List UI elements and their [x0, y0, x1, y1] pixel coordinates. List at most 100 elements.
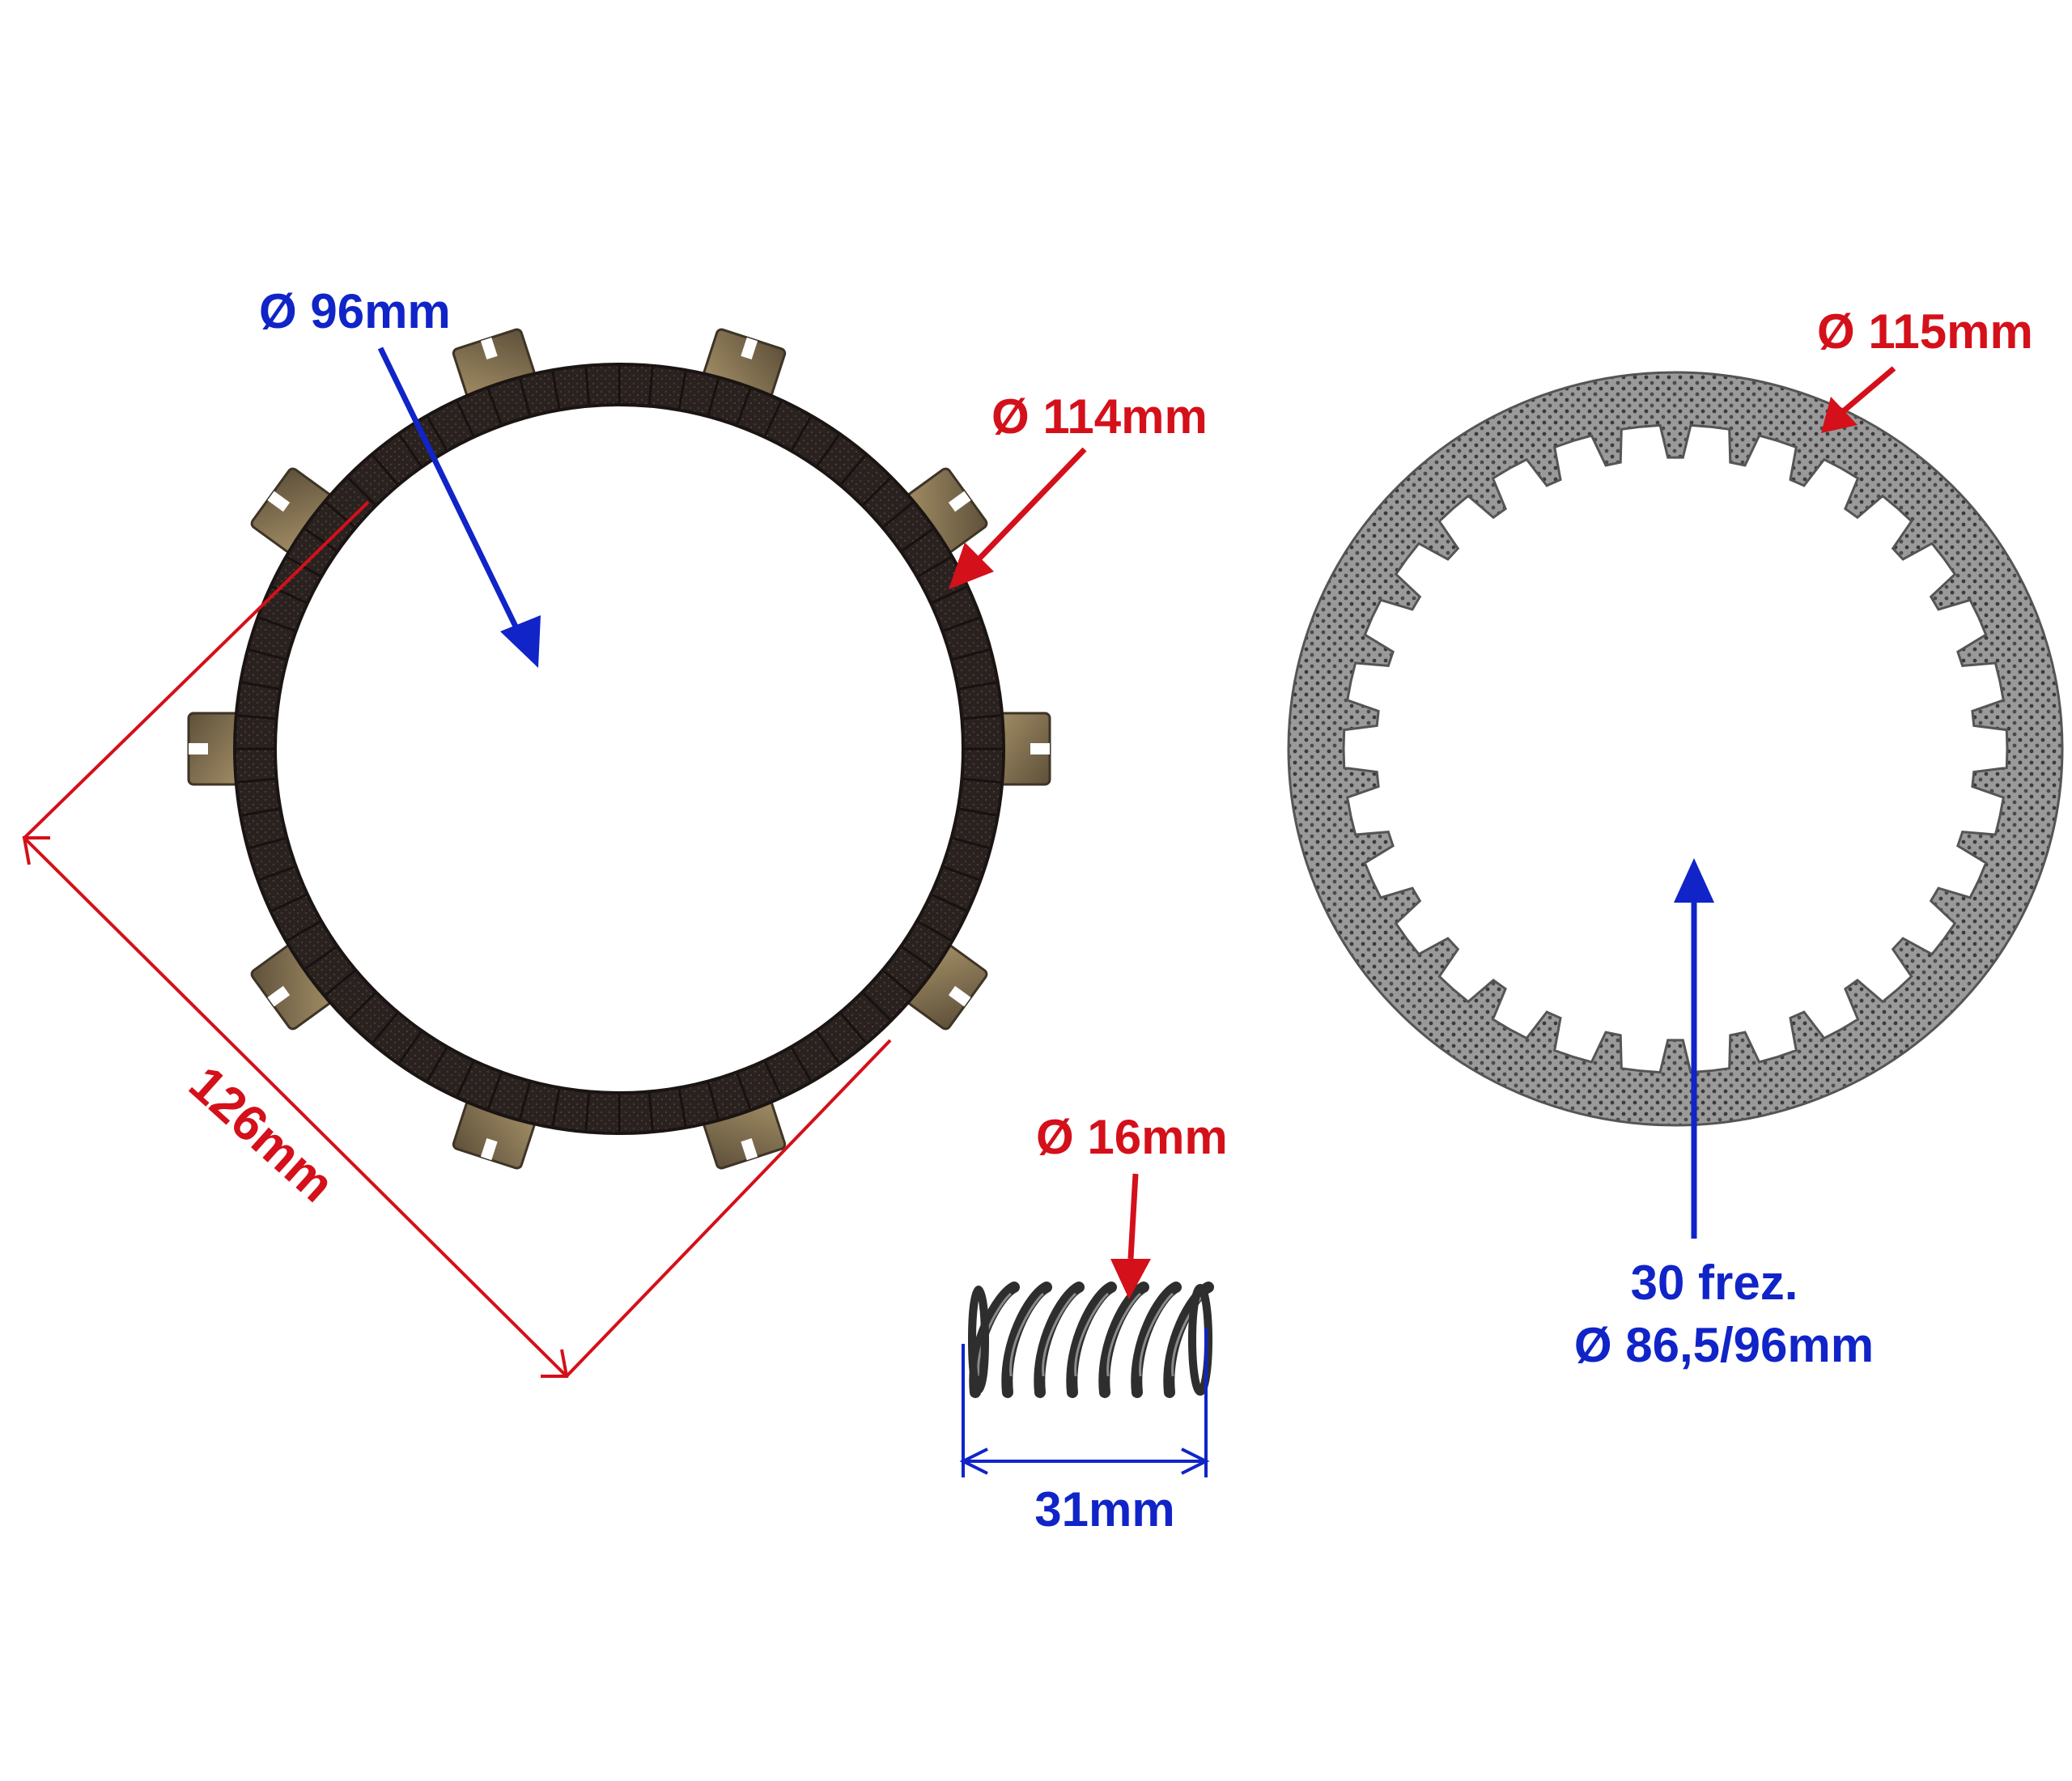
- friction-groove: [271, 894, 307, 912]
- spring-length-dimension: [959, 1328, 1210, 1477]
- friction-groove: [519, 378, 531, 415]
- friction-groove: [347, 992, 376, 1021]
- friction-groove: [248, 837, 286, 849]
- friction-groove: [816, 434, 840, 467]
- tab-span-dimension: [22, 500, 892, 1378]
- friction-groove: [304, 528, 338, 552]
- spring-coil-highlight: [1139, 1292, 1174, 1377]
- steel-teeth-arrow: [1674, 858, 1714, 1239]
- friction-groove: [707, 378, 720, 415]
- friction-groove: [584, 1093, 591, 1131]
- friction-groove: [791, 416, 812, 450]
- tab-span-arrowhead-start: [22, 836, 50, 865]
- friction-groove: [901, 946, 934, 970]
- friction-groove: [963, 777, 1001, 784]
- friction-disc: [187, 328, 1051, 1170]
- friction-groove: [707, 1082, 720, 1120]
- friction-groove: [648, 367, 654, 405]
- outer-diameter-arrow: [949, 447, 1087, 589]
- friction-tab: [998, 712, 1051, 786]
- friction-groove: [398, 1031, 422, 1064]
- friction-groove: [427, 416, 448, 450]
- friction-groove: [736, 1073, 752, 1109]
- tab-span-extension-top: [23, 500, 370, 839]
- friction-groove: [862, 477, 891, 506]
- friction-groove: [791, 1048, 812, 1082]
- friction-groove: [372, 1013, 398, 1044]
- friction-tab: [187, 712, 240, 786]
- friction-groove: [372, 454, 398, 485]
- friction-groove: [840, 454, 867, 485]
- friction-groove: [237, 777, 275, 784]
- tab-span-extension-bottom: [565, 1039, 892, 1378]
- steel-disc-plate: [1287, 371, 2064, 1127]
- friction-groove: [259, 616, 295, 632]
- friction-groove: [456, 401, 474, 436]
- spring-diameter-arrow: [1110, 1173, 1151, 1299]
- spring-length-arrowhead-left: [959, 1447, 988, 1475]
- steel-outer-diameter-label: Ø 115mm: [1817, 304, 2033, 359]
- friction-groove: [963, 714, 1001, 720]
- spring-coil: [1066, 1282, 1117, 1398]
- friction-groove: [551, 371, 561, 409]
- spring-coil-highlight: [1074, 1292, 1110, 1377]
- friction-groove: [456, 1061, 474, 1097]
- friction-groove: [736, 389, 752, 425]
- spring-coil: [1131, 1282, 1182, 1398]
- friction-groove: [953, 648, 990, 661]
- inner-diameter-arrow: [377, 346, 541, 668]
- friction-groove: [953, 837, 990, 849]
- friction-groove: [677, 371, 687, 409]
- friction-groove: [918, 556, 952, 577]
- friction-groove: [959, 807, 997, 817]
- friction-groove: [398, 434, 422, 467]
- steel-disc: [1287, 371, 2064, 1127]
- friction-groove: [237, 714, 275, 720]
- steel-outer-diameter-arrow: [1821, 366, 1896, 433]
- friction-groove: [932, 894, 967, 912]
- friction-groove: [883, 970, 914, 997]
- friction-groove: [551, 1089, 561, 1127]
- friction-groove: [648, 1093, 654, 1131]
- friction-groove: [918, 920, 952, 942]
- friction-groove: [883, 501, 914, 528]
- spring-diameter-label: Ø 16mm: [1036, 1110, 1228, 1164]
- friction-groove: [325, 970, 355, 997]
- steel-teeth-count-label: 30 frez.: [1631, 1256, 1798, 1310]
- outer-diameter-label: Ø 114mm: [991, 389, 1208, 444]
- spring-coil-highlight: [977, 1292, 1013, 1377]
- friction-groove: [932, 585, 967, 604]
- spring: [968, 1282, 1214, 1398]
- spring-coil-highlight: [1106, 1292, 1142, 1377]
- friction-groove: [943, 865, 979, 882]
- friction-groove: [248, 648, 286, 661]
- friction-groove: [486, 389, 503, 425]
- friction-groove: [241, 807, 279, 817]
- spring-coil: [1098, 1282, 1149, 1398]
- spring-length-label: 31mm: [1034, 1482, 1174, 1537]
- friction-groove: [764, 1061, 783, 1097]
- tab-span-arrowhead-end: [541, 1349, 569, 1378]
- friction-groove: [519, 1082, 531, 1120]
- friction-groove: [816, 1031, 840, 1064]
- spring-coil-highlight: [1009, 1292, 1045, 1377]
- spring-coil: [1034, 1282, 1085, 1398]
- friction-tab: [906, 944, 988, 1031]
- friction-groove: [764, 401, 783, 436]
- inner-diameter-label: Ø 96mm: [259, 284, 451, 338]
- friction-groove: [677, 1089, 687, 1127]
- friction-groove: [427, 1048, 448, 1082]
- friction-groove: [287, 920, 321, 942]
- friction-groove: [304, 946, 338, 970]
- friction-disc-inner-edge: [274, 403, 965, 1095]
- friction-disc-outer-edge: [233, 363, 1005, 1135]
- steel-teeth-diameter-label: Ø 86,5/96mm: [1574, 1318, 1874, 1372]
- friction-groove: [943, 616, 979, 632]
- friction-groove: [241, 681, 279, 691]
- friction-groove: [959, 681, 997, 691]
- tab-span-dimension-line: [23, 836, 568, 1378]
- spring-coil: [1001, 1282, 1052, 1398]
- tab-span-label: 126mm: [179, 1056, 345, 1213]
- friction-groove: [486, 1073, 503, 1109]
